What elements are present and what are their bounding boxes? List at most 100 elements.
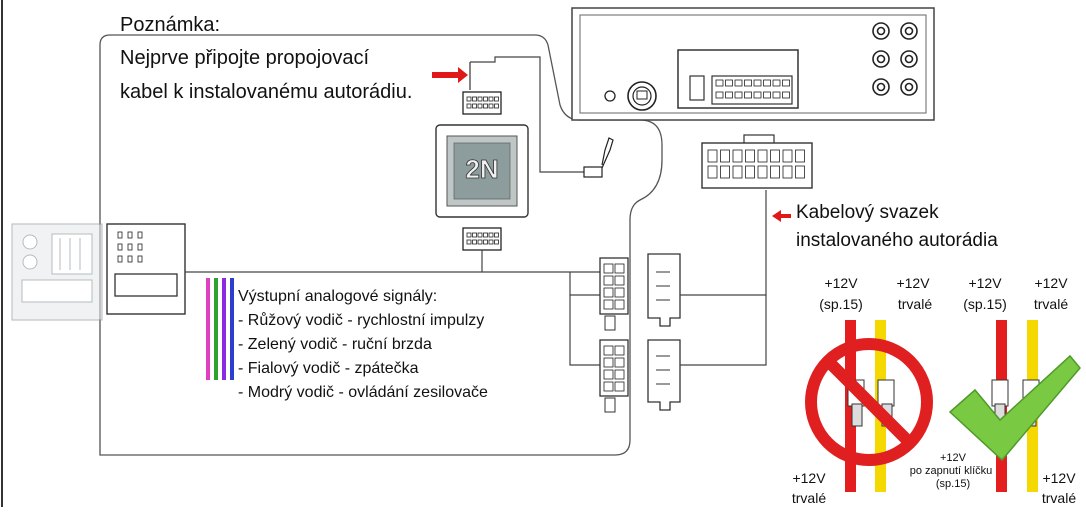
connector-pin <box>734 91 743 99</box>
connector-pin <box>614 263 625 274</box>
harness-label-1: Kabelový svazek <box>796 202 939 223</box>
middle-label-desc: po zapnutí klíčku <box>909 465 993 477</box>
connector-pin <box>744 91 752 99</box>
connector-pin <box>483 239 488 245</box>
connector-pin <box>772 79 781 87</box>
installation-panel-outline <box>99 34 663 456</box>
connector-pin <box>137 231 143 239</box>
connector-pin <box>137 255 143 263</box>
connector-pin <box>117 255 123 263</box>
connector-pin <box>753 79 762 87</box>
connector-pin <box>127 243 133 251</box>
connector-pin <box>770 165 780 179</box>
radio-connector-block <box>677 49 799 109</box>
red-arrow-icon <box>432 67 791 222</box>
connector-pin <box>715 91 724 99</box>
middle-label-volt: +12V <box>940 452 966 464</box>
connector-pin <box>745 149 755 163</box>
connector-pin <box>603 263 614 274</box>
right-bottom-right-desc: trvalé <box>1041 490 1077 506</box>
connector-pin <box>603 369 614 380</box>
connector-pin <box>795 165 805 179</box>
connector-pin <box>753 91 762 99</box>
radio-unit <box>571 7 935 121</box>
harness-label-2: instalovaného autorádia <box>796 230 998 251</box>
wrong-top-right-desc: trvalé <box>897 296 933 312</box>
connector-pin <box>488 232 494 238</box>
connector-pin <box>477 96 483 102</box>
signal-item-purple: - Fialový vodič - zpátečka <box>238 360 419 377</box>
connector-pin <box>720 149 730 163</box>
connector-pin <box>757 165 768 179</box>
note-line-1: Nejprve připojte propojovací <box>120 47 370 69</box>
checkmark-icon <box>948 354 1081 462</box>
right-bottom-right-volt: +12V <box>1042 470 1076 486</box>
connector-pin <box>117 231 123 239</box>
signal-item-green: - Zelený vodič - ruční brzda <box>238 336 432 353</box>
note-line-2: kabel k instalovanému autorádiu. <box>120 81 413 103</box>
connector-pin <box>614 287 625 298</box>
module-logo: 2N <box>465 154 498 184</box>
connector-pin <box>466 232 472 238</box>
connector-pin <box>725 79 733 87</box>
connector-pin <box>614 275 625 286</box>
connector-pin <box>117 243 123 251</box>
right-top-right-volt: +12V <box>1034 275 1068 291</box>
antenna-socket-icon <box>604 90 616 102</box>
connector-pin <box>472 239 477 245</box>
connector-pin <box>603 357 614 368</box>
connector-pin <box>745 165 755 179</box>
iso-connector-icon <box>11 223 103 321</box>
connector-pin <box>603 381 614 392</box>
connector-pin <box>488 103 494 109</box>
connector-pin <box>494 239 499 245</box>
connector-pin <box>744 79 752 87</box>
output-wires <box>206 278 234 380</box>
connector-pin <box>488 96 494 102</box>
connector-pin <box>707 149 718 163</box>
connector-pin <box>720 165 730 179</box>
connector-pin <box>795 149 805 163</box>
prohibited-icon <box>805 338 933 466</box>
signals-heading: Výstupní analogové signály: <box>238 288 438 305</box>
connector-pin <box>477 103 483 109</box>
connector-pin <box>466 103 472 109</box>
rca-sockets-icon <box>872 22 918 96</box>
connector-pin <box>732 149 743 163</box>
connector-pin <box>614 345 625 356</box>
connector-pin <box>603 275 614 286</box>
middle-label-sub: (sp.15) <box>935 478 971 490</box>
connector-pin <box>614 299 625 310</box>
connector-pin <box>494 103 499 109</box>
connector-pin <box>127 231 133 239</box>
connector-pin <box>472 103 477 109</box>
connector-pin <box>782 79 790 87</box>
connector-pin <box>707 165 718 179</box>
signal-item-blue: - Modrý vodič - ovládání zesilovače <box>238 384 488 401</box>
wrong-top-left-volt: +12V <box>824 275 858 291</box>
wrong-top-right-volt: +12V <box>896 275 930 291</box>
vehicle-connector <box>106 223 600 315</box>
right-top-left-desc: (sp.15) <box>963 296 1007 312</box>
connector-pin <box>603 299 614 310</box>
connector-pin <box>483 103 488 109</box>
note-heading: Poznámka: <box>120 14 221 36</box>
wrong-top-left-desc: (sp.15) <box>819 296 863 312</box>
connector-pin <box>466 239 472 245</box>
connector-pin <box>763 91 771 99</box>
connector-pin <box>763 79 771 87</box>
connector-pin <box>488 239 494 245</box>
connector-pin <box>603 287 614 298</box>
connector-pin <box>770 149 780 163</box>
connector-pin <box>494 96 499 102</box>
connector-pin <box>614 357 625 368</box>
connector-pin <box>472 96 477 102</box>
right-top-left-volt: +12V <box>968 275 1002 291</box>
connector-pin <box>137 243 143 251</box>
signal-item-pink: - Růžový vodič - rychlostní impulzy <box>238 312 485 329</box>
connector-pin <box>732 165 743 179</box>
power-connectors <box>569 190 767 413</box>
connector-pin <box>614 381 625 392</box>
connector-pin <box>772 91 781 99</box>
